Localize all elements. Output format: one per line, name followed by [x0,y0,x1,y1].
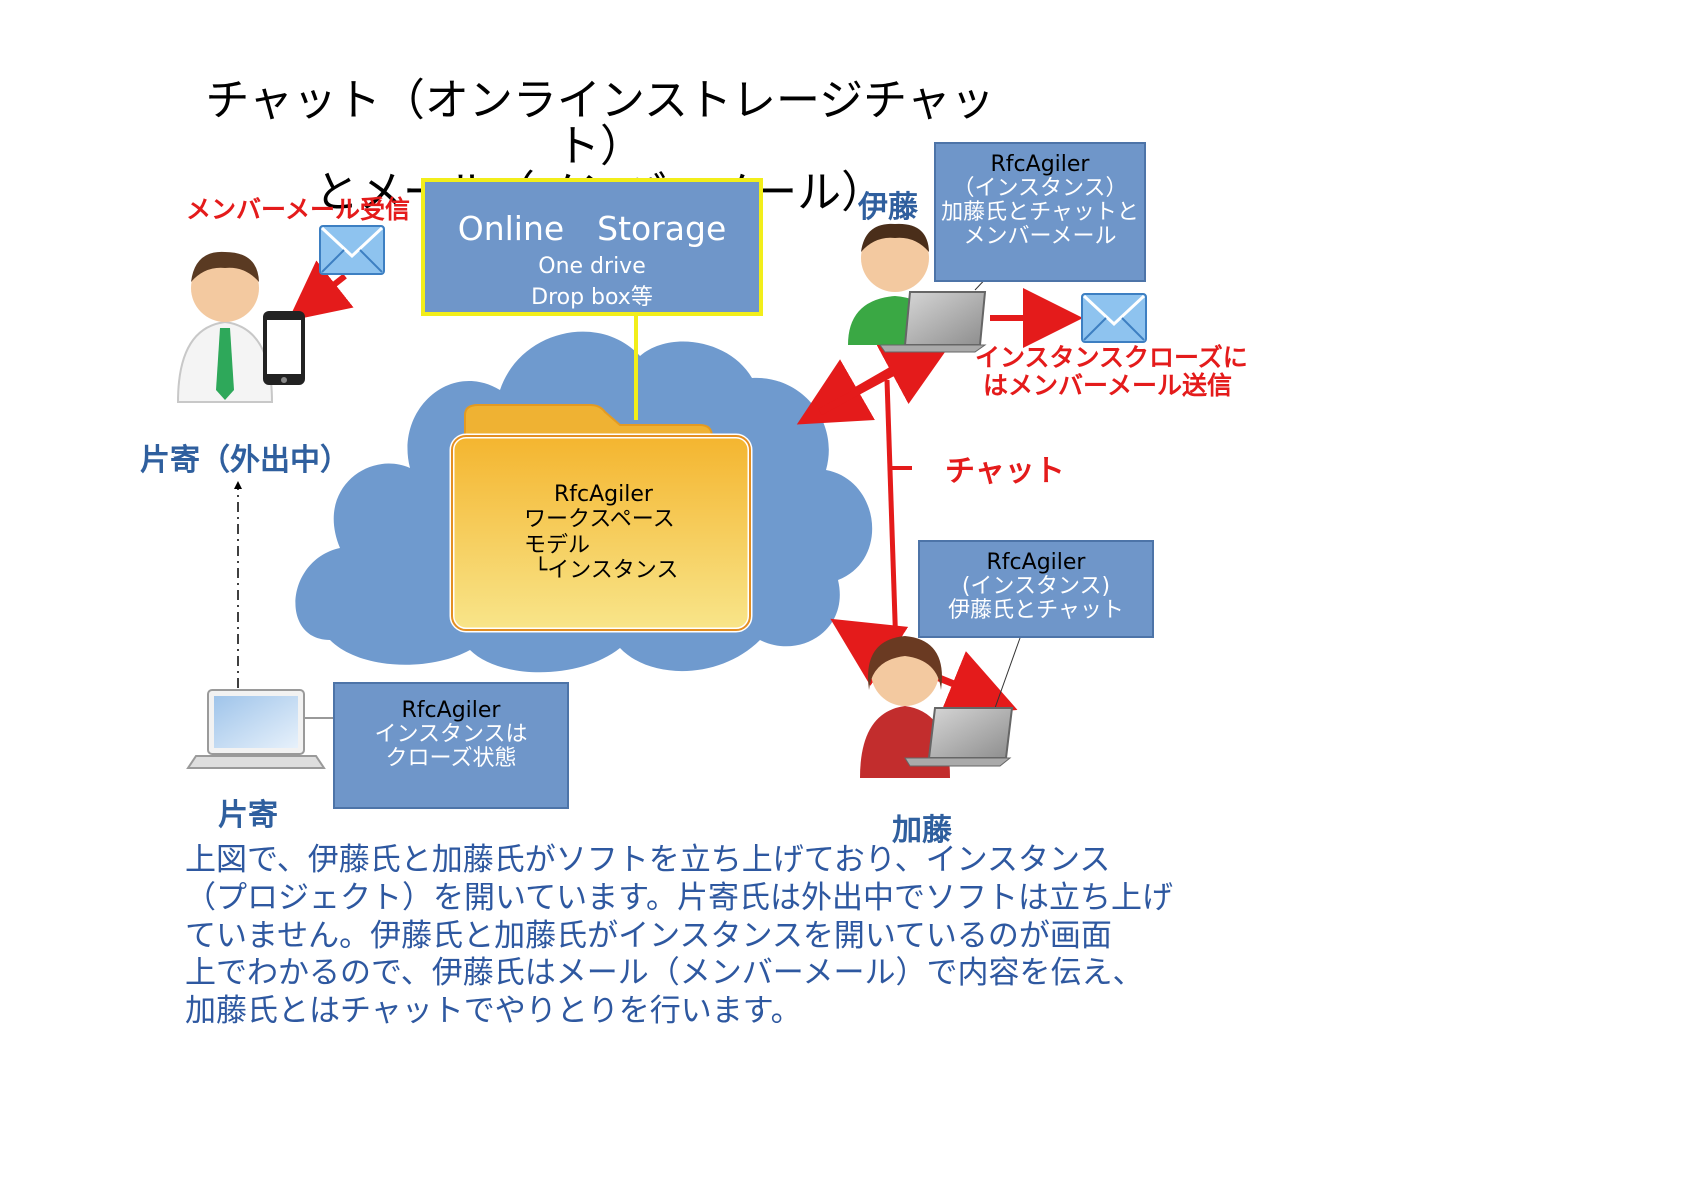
folder-line-3: └インスタンス [534,557,679,583]
online-storage-line-2: Drop box等 [531,285,653,310]
title-line-1: チャット（オンラインストレージチャット） [205,75,995,173]
katayose-mail-arrow [287,260,354,322]
katayose-box-app: RfcAgiler [401,698,501,723]
online-storage-title: Online Storage [457,209,727,248]
katayose-instance-box: RfcAgiler インスタンスは クローズ状態 [333,682,569,809]
online-storage-line-1: One drive [538,254,646,279]
kato-box-app: RfcAgiler [986,550,1086,575]
kato-instance-box: RfcAgiler (インスタンス) 伊藤氏とチャット [918,540,1154,638]
chat-label: チャット [945,454,1065,489]
katayose-box-line-2: クローズ状態 [385,746,517,772]
katayose-box-line-1: インスタンスは [374,722,528,747]
envelope-icon [1081,293,1147,343]
member-mail-received-label: メンバーメール受信 [186,195,411,224]
envelope-icon [319,225,385,275]
ito-person-icon [848,223,987,353]
ito-box-app: RfcAgiler [990,152,1090,177]
ito-cloud-arrow-back [818,340,954,416]
chat-vertical-line [884,379,899,651]
online-storage-box: Online Storage One drive Drop box等 [421,178,763,316]
ito-instance-box: RfcAgiler （インスタンス） 加藤氏とチャットと メンバーメール [934,142,1146,282]
close-mail-label: インスタンスクローズに はメンバーメール送信 [975,344,1248,399]
folder-content: RfcAgiler ワークスペース モデル └インスタンス [524,482,678,583]
close-mail-label-line-1: インスタンスクローズに [975,343,1248,372]
kato-box-line-2: 伊藤氏とチャット [948,598,1124,624]
katayose-pc-label: 片寄 [218,798,278,833]
description-text: 上図で、伊藤氏と加藤氏がソフトを立ち上げており、インスタンス （プロジェクト）を… [185,842,1173,1030]
ito-name-label: 伊藤 [858,190,918,225]
ito-box-line-1: （インスタンス） [952,176,1128,201]
katayose-laptop-icon [186,689,326,769]
folder-line-2: モデル [524,532,591,558]
close-mail-label-line-2: はメンバーメール送信 [983,370,1233,400]
kato-name-label: 加藤 [892,813,952,848]
folder-app-name: RfcAgiler [554,482,653,507]
katayose-out-label: 片寄（外出中） [140,443,350,478]
katayose-person-icon [176,251,305,403]
kato-box-line-1: (インスタンス) [961,574,1111,599]
ito-box-line-3: メンバーメール [963,224,1117,250]
kato-callout-line [994,637,1021,709]
ito-box-line-2: 加藤氏とチャットと [941,200,1139,226]
folder-line-1: ワークスペース [524,507,675,533]
folder-icon [449,404,753,633]
kato-person-icon [860,636,1014,778]
